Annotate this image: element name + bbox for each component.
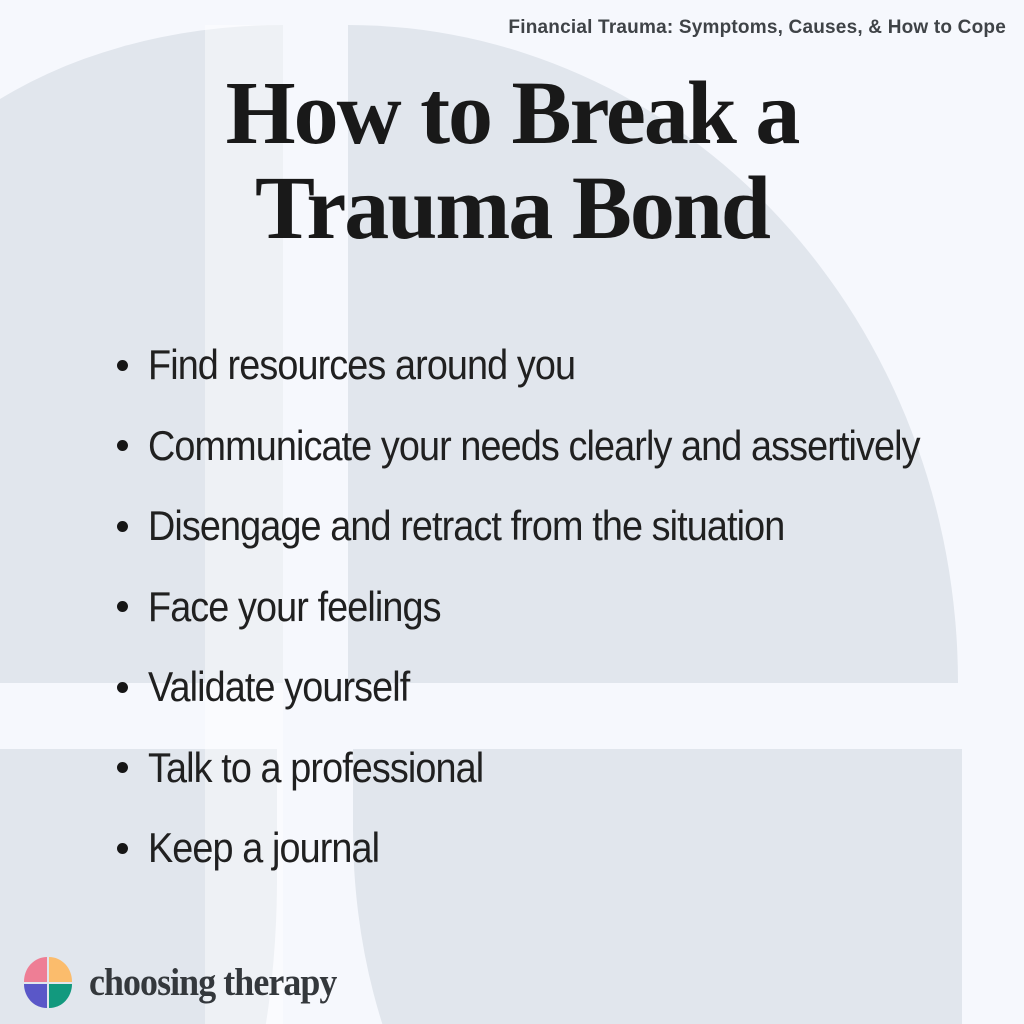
- bullet-dot-icon: [117, 359, 128, 371]
- list-item: Face your feelings: [117, 567, 1007, 648]
- bullet-dot-icon: [117, 762, 128, 774]
- bullet-dot-icon: [117, 681, 128, 693]
- list-item: Find resources around you: [117, 325, 1007, 406]
- brand-icon-quarter-top-right: [49, 957, 72, 982]
- page-title: How to Break a Trauma Bond: [0, 66, 1024, 257]
- page-title-line2: Trauma Bond: [255, 159, 771, 259]
- brand-icon-quarter-top-left: [24, 957, 47, 982]
- background-shape-top-left: [0, 25, 283, 683]
- brand-icon-quarter-bottom-left: [24, 983, 47, 1008]
- bullet-text: Face your feelings: [148, 582, 442, 630]
- list-item: Disengage and retract from the situation: [117, 486, 1007, 567]
- bullet-text: Talk to a professional: [148, 743, 484, 791]
- bullet-dot-icon: [117, 601, 128, 613]
- bullet-text: Keep a journal: [148, 824, 380, 872]
- page-title-line1: How to Break a: [225, 64, 801, 163]
- background-highlight-stripe: [205, 25, 283, 1024]
- list-item: Communicate your needs clearly and asser…: [117, 406, 1007, 487]
- brand-logo: choosing therapy: [24, 957, 358, 1008]
- brand-wordmark: choosing therapy: [89, 961, 337, 1004]
- choosing-therapy-icon: [24, 957, 72, 1008]
- bullet-text: Find resources around you: [148, 341, 576, 389]
- background-shape-bottom-right: [353, 749, 962, 1024]
- bullet-text: Communicate your needs clearly and asser…: [148, 421, 921, 469]
- header-note: Financial Trauma: Symptoms, Causes, & Ho…: [508, 17, 1006, 38]
- bullet-dot-icon: [117, 440, 128, 452]
- brand-icon-quarter-bottom-right: [49, 983, 72, 1008]
- bullet-dot-icon: [117, 842, 128, 854]
- list-item: Validate yourself: [117, 647, 1007, 728]
- list-item: Keep a journal: [117, 808, 1007, 889]
- list-item: Talk to a professional: [117, 728, 1007, 809]
- bullet-list: Find resources around you Communicate yo…: [117, 325, 1007, 889]
- bullet-text: Validate yourself: [148, 663, 410, 711]
- bullet-text: Disengage and retract from the situation: [148, 502, 785, 550]
- bullet-dot-icon: [117, 520, 128, 532]
